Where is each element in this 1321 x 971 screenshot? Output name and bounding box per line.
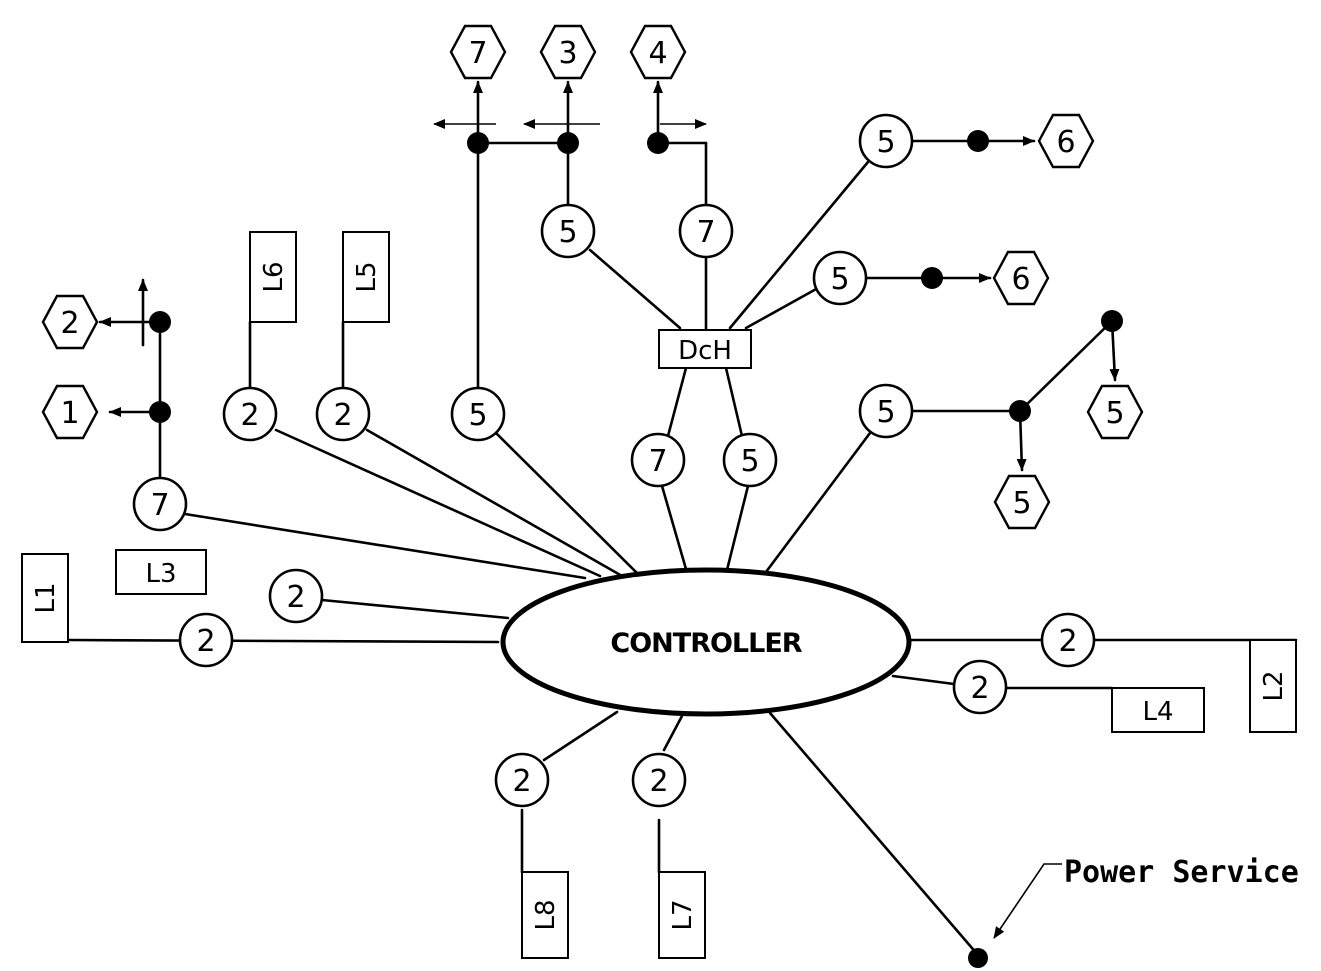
junction-dot	[467, 132, 489, 154]
load-label: L3	[145, 559, 176, 589]
load-label: L6	[259, 261, 289, 292]
load-box-L6: L6	[249, 231, 297, 323]
controller: CONTROLLER	[500, 567, 912, 717]
junction-dot	[967, 130, 989, 152]
circle-label: 5	[876, 395, 895, 430]
hexagon-label: 1	[60, 396, 79, 431]
hexagon-label: 3	[558, 36, 577, 71]
circle-node: 5	[812, 250, 868, 306]
circle-node: 5	[540, 203, 596, 259]
circle-label: 2	[196, 624, 215, 659]
controller-label: CONTROLLER	[610, 628, 802, 659]
hexagon-label: 6	[1056, 125, 1075, 160]
circle-label: 7	[696, 215, 715, 250]
circle-label: 7	[150, 488, 169, 523]
circle-node: 5	[450, 386, 506, 442]
hexagon-label: 5	[1105, 396, 1124, 431]
hexagon-node: 1	[41, 384, 99, 440]
distribution-hub: DcH	[658, 329, 752, 369]
load-box-L7: L7	[658, 871, 706, 959]
load-boxes: L1 L2 L3 L4 L5 L6 L7 L8	[21, 231, 1297, 959]
junction-dot	[647, 132, 669, 154]
circle-nodes: 7 2 2 5 7 5 5 2 2 2 2 2 2 5 7 5	[132, 113, 1096, 808]
power-service-dot	[968, 948, 988, 968]
junction-dot	[557, 132, 579, 154]
circle-node: 2	[952, 659, 1008, 715]
hexagon-node: 5	[993, 474, 1051, 530]
circle-node: 2	[1040, 612, 1096, 668]
circle-label: 7	[648, 444, 667, 479]
circle-node: 7	[630, 432, 686, 488]
circle-label: 2	[286, 580, 305, 615]
circle-label: 2	[649, 764, 668, 799]
load-box-L5: L5	[342, 231, 390, 323]
load-label: L5	[352, 261, 382, 292]
circle-label: 5	[740, 444, 759, 479]
load-label: L2	[1259, 670, 1289, 701]
hexagon-node: 7	[449, 24, 507, 80]
circle-label: 5	[468, 398, 487, 433]
hexagon-node: 6	[1037, 113, 1095, 169]
circle-label: 2	[970, 671, 989, 706]
circle-node: 7	[132, 476, 188, 532]
circle-label: 2	[333, 398, 352, 433]
circle-label: 5	[558, 215, 577, 250]
circle-node: 2	[178, 612, 234, 668]
junction-dot	[1101, 310, 1123, 332]
junction-dot	[921, 267, 943, 289]
circle-node: 5	[858, 113, 914, 169]
hexagon-node: 4	[629, 24, 687, 80]
load-box-L1: L1	[21, 553, 69, 643]
hexagon-label: 7	[468, 36, 487, 71]
circle-node: 2	[315, 386, 371, 442]
hexagon-label: 6	[1011, 262, 1030, 297]
load-label: L8	[531, 899, 561, 930]
circle-node: 7	[678, 203, 734, 259]
circle-node: 2	[222, 386, 278, 442]
circle-node: 2	[494, 752, 550, 808]
circle-label: 2	[512, 764, 531, 799]
load-box-L8: L8	[521, 871, 569, 959]
wires	[66, 80, 1298, 957]
load-box-L4: L4	[1111, 687, 1205, 733]
circle-node: 5	[722, 432, 778, 488]
circle-label: 5	[876, 125, 895, 160]
load-box-L3: L3	[115, 549, 207, 595]
junction-dot	[149, 401, 171, 423]
hexagon-label: 5	[1012, 486, 1031, 521]
hexagon-nodes: 2 1 7 3 4 6 6 5 5	[41, 24, 1144, 530]
load-label: L4	[1142, 697, 1173, 727]
load-label: L1	[31, 582, 61, 613]
hexagon-node: 6	[992, 250, 1050, 306]
hexagon-node: 5	[1086, 384, 1144, 440]
circle-label: 5	[830, 262, 849, 297]
load-label: L7	[668, 899, 698, 930]
circle-label: 2	[240, 398, 259, 433]
junction-dot	[1009, 400, 1031, 422]
load-box-L2: L2	[1249, 639, 1297, 733]
distribution-hub-label: DcH	[678, 336, 732, 366]
junction-dot	[149, 311, 171, 333]
hexagon-node: 3	[539, 24, 597, 80]
hexagon-label: 4	[648, 36, 667, 71]
power-service-label: Power Service	[1064, 855, 1299, 890]
hexagon-node: 2	[41, 294, 99, 350]
circle-label: 2	[1058, 624, 1077, 659]
circle-node: 2	[268, 568, 324, 624]
circle-node: 2	[631, 752, 687, 808]
hexagon-label: 2	[60, 306, 79, 341]
junction-dots	[149, 130, 1123, 968]
circle-node: 5	[858, 383, 914, 439]
